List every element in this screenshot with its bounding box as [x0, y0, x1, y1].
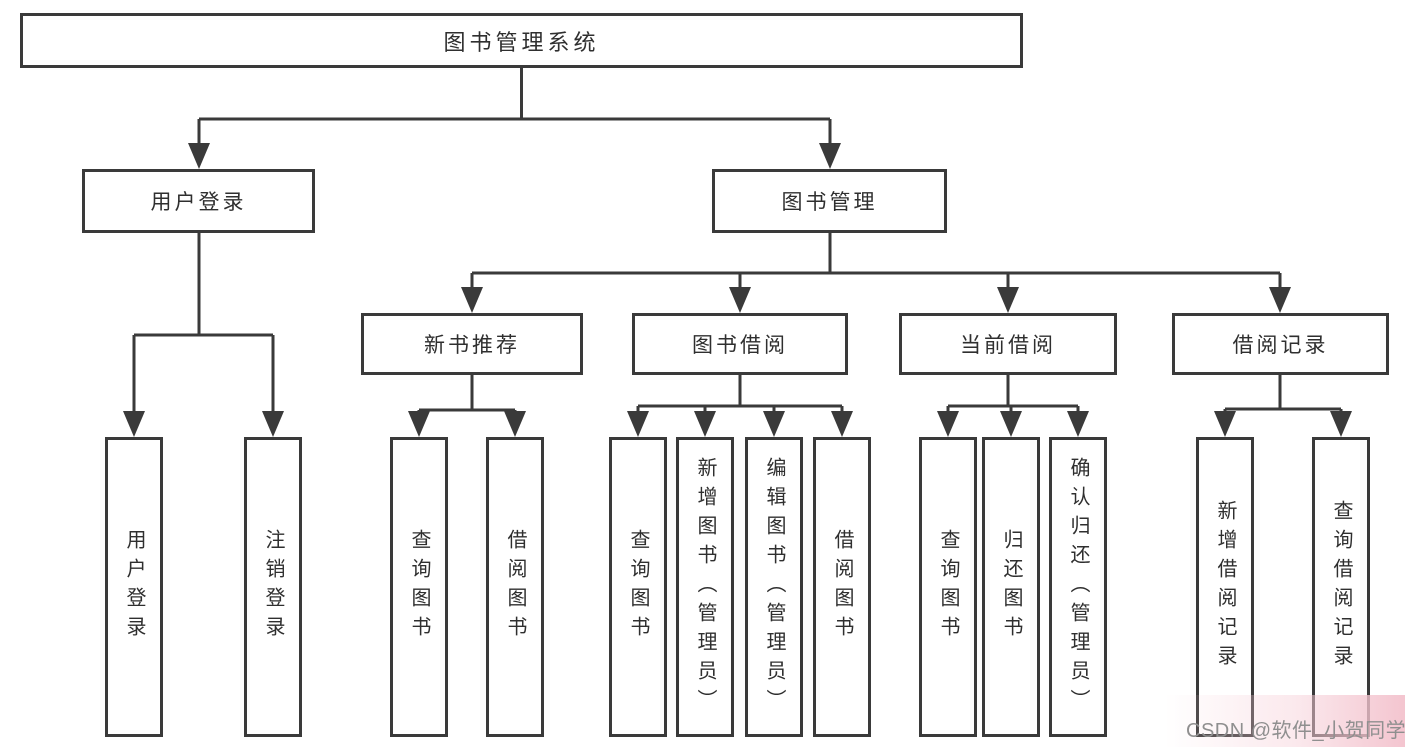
- node-label: 用户登录: [150, 191, 247, 214]
- leaf-label: 借阅图书: [831, 529, 853, 645]
- node-new-book-recommendation: 新书推荐: [361, 313, 583, 375]
- leaf-label: 归还图书: [1000, 529, 1022, 645]
- node-library-management-system: 图书管理系统: [20, 13, 1023, 68]
- leaf-label: 查询图书: [937, 529, 959, 645]
- node-label: 新书推荐: [424, 334, 520, 357]
- leaf-label: 用户登录: [123, 529, 145, 645]
- node-book-management: 图书管理: [712, 169, 947, 233]
- leaf-label: 注销登录: [262, 529, 284, 645]
- leaf-label: 查询图书: [627, 529, 649, 645]
- leaf-query-borrow-record: 查询借阅记录: [1312, 437, 1370, 737]
- leaf-borrow-book: 借阅图书: [813, 437, 871, 737]
- leaf-label: 借阅图书: [504, 529, 526, 645]
- leaf-query-book-recommendation: 查询图书: [390, 437, 448, 737]
- node-borrowing-records: 借阅记录: [1172, 313, 1389, 375]
- leaf-return-book: 归还图书: [982, 437, 1040, 737]
- leaf-label: 查询图书: [408, 529, 430, 645]
- node-current-borrowing: 当前借阅: [899, 313, 1117, 375]
- leaf-borrow-book-recommendation: 借阅图书: [486, 437, 544, 737]
- leaf-confirm-return-admin: 确认归还（管理员）: [1049, 437, 1107, 737]
- node-book-borrowing: 图书借阅: [632, 313, 848, 375]
- node-user-login: 用户登录: [82, 169, 315, 233]
- leaf-label: 编辑图书（管理员）: [763, 456, 785, 718]
- leaf-add-borrow-record: 新增借阅记录: [1196, 437, 1254, 737]
- leaf-logout: 注销登录: [244, 437, 302, 737]
- csdn-watermark: CSDN @软件_小贺同学: [1186, 720, 1405, 742]
- node-label: 图书借阅: [692, 334, 788, 357]
- leaf-label: 新增借阅记录: [1214, 500, 1236, 674]
- leaf-user-login: 用户登录: [105, 437, 163, 737]
- leaf-query-book-current: 查询图书: [919, 437, 977, 737]
- leaf-query-book-borrowing: 查询图书: [609, 437, 667, 737]
- node-label: 图书管理: [781, 191, 878, 214]
- leaf-label: 确认归还（管理员）: [1067, 456, 1089, 718]
- node-label: 借阅记录: [1232, 334, 1329, 357]
- node-label: 图书管理系统: [443, 29, 600, 55]
- arrowheads: [123, 143, 1352, 437]
- leaf-add-book-admin: 新增图书（管理员）: [676, 437, 734, 737]
- leaf-label: 新增图书（管理员）: [694, 456, 716, 718]
- node-label: 当前借阅: [960, 334, 1056, 357]
- leaf-label: 查询借阅记录: [1330, 500, 1352, 674]
- leaf-edit-book-admin: 编辑图书（管理员）: [745, 437, 803, 737]
